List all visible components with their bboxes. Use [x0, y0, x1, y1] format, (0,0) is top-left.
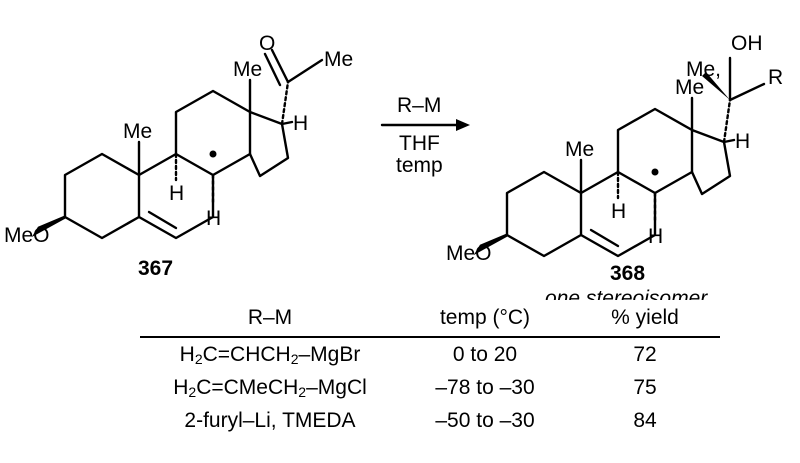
h17: H — [735, 130, 750, 153]
c19-methyl: Me — [123, 120, 152, 143]
ketone-oxygen: O — [259, 32, 275, 55]
starting-material-367: O Me Me Me H H H MeO 367 — [4, 32, 353, 280]
reagent-cell: H2C=CHCH2–MgBr — [179, 342, 361, 367]
table-row: H2C=CHCH2–MgBr 0 to 20 72 — [140, 338, 720, 371]
methoxy: MeO — [4, 224, 50, 247]
h17: H — [293, 112, 308, 135]
reagent-label: R–M — [397, 94, 441, 117]
methoxy: MeO — [446, 242, 492, 265]
yield-cell: 75 — [633, 375, 657, 399]
reagent-cell: 2-furyl–Li, TMEDA — [184, 408, 356, 432]
h14: H — [648, 225, 663, 248]
compound-label-368: 368 — [610, 262, 645, 285]
compound-label-367: 367 — [138, 257, 173, 280]
solvent-label: THF — [399, 132, 440, 155]
h9: H — [169, 182, 184, 205]
temperature-cell: 0 to 20 — [452, 342, 518, 366]
temperature-cell: –50 to –30 — [435, 408, 535, 432]
hydroxyl: OH — [731, 32, 763, 55]
h14: H — [206, 207, 221, 230]
table-header: R–M temp (°C) % yield — [140, 300, 720, 338]
temperature-label: temp — [396, 154, 443, 177]
stereo-note: one stereoisomer — [545, 287, 708, 300]
yield-cell: 84 — [633, 408, 657, 432]
c18-methyl: Me — [675, 76, 704, 99]
reaction-scheme: O Me Me Me H H H MeO 367 R–M THF temp OH… — [4, 32, 783, 300]
c18-methyl: Me — [233, 58, 262, 81]
header-reagent: R–M — [247, 306, 293, 329]
reagent-cell: H2C=CMeCH2–MgCl — [173, 375, 367, 400]
reaction-arrow: R–M THF temp — [380, 94, 470, 177]
product-368: OH Me, R Me Me H H H MeO 368 one stereoi… — [446, 32, 783, 300]
h9: H — [611, 200, 626, 223]
acetyl-methyl: Me — [324, 48, 353, 71]
header-temperature: temp (°C) — [439, 306, 531, 329]
yield-cell: 72 — [633, 342, 657, 366]
table-row: H2C=CMeCH2–MgCl –78 to –30 75 — [140, 371, 720, 404]
c21-methyl: Me, — [686, 58, 721, 81]
results-table: R–M temp (°C) % yield H2C=CHCH2–MgBr 0 t… — [140, 300, 720, 437]
c19-methyl: Me — [565, 138, 594, 161]
table-row: 2-furyl–Li, TMEDA –50 to –30 84 — [140, 404, 720, 437]
header-yield: % yield — [611, 306, 679, 329]
temperature-cell: –78 to –30 — [435, 375, 535, 399]
r-group: R — [768, 66, 783, 89]
